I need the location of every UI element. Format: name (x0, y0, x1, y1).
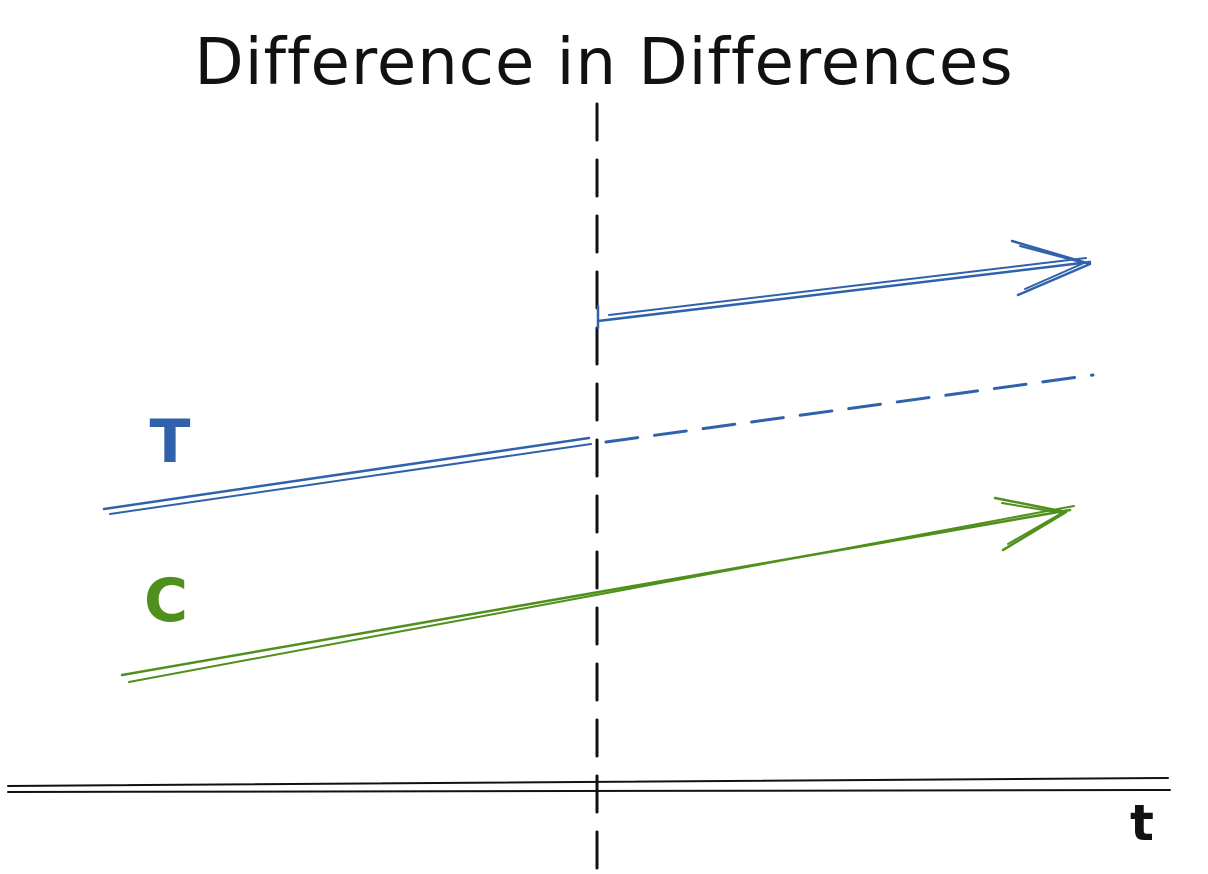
time-axis (7, 777, 1171, 793)
time-axis-label: t (1130, 794, 1154, 852)
treatment-pre-line (102, 436, 592, 515)
treatment-post-arrow (596, 239, 1092, 330)
treatment-label: T (150, 407, 191, 477)
diagram-title: Difference in Differences (194, 26, 1013, 100)
treatment-counterfactual-dashed-line (604, 373, 1095, 444)
control-arrow (120, 496, 1075, 683)
control-label: C (144, 566, 188, 636)
